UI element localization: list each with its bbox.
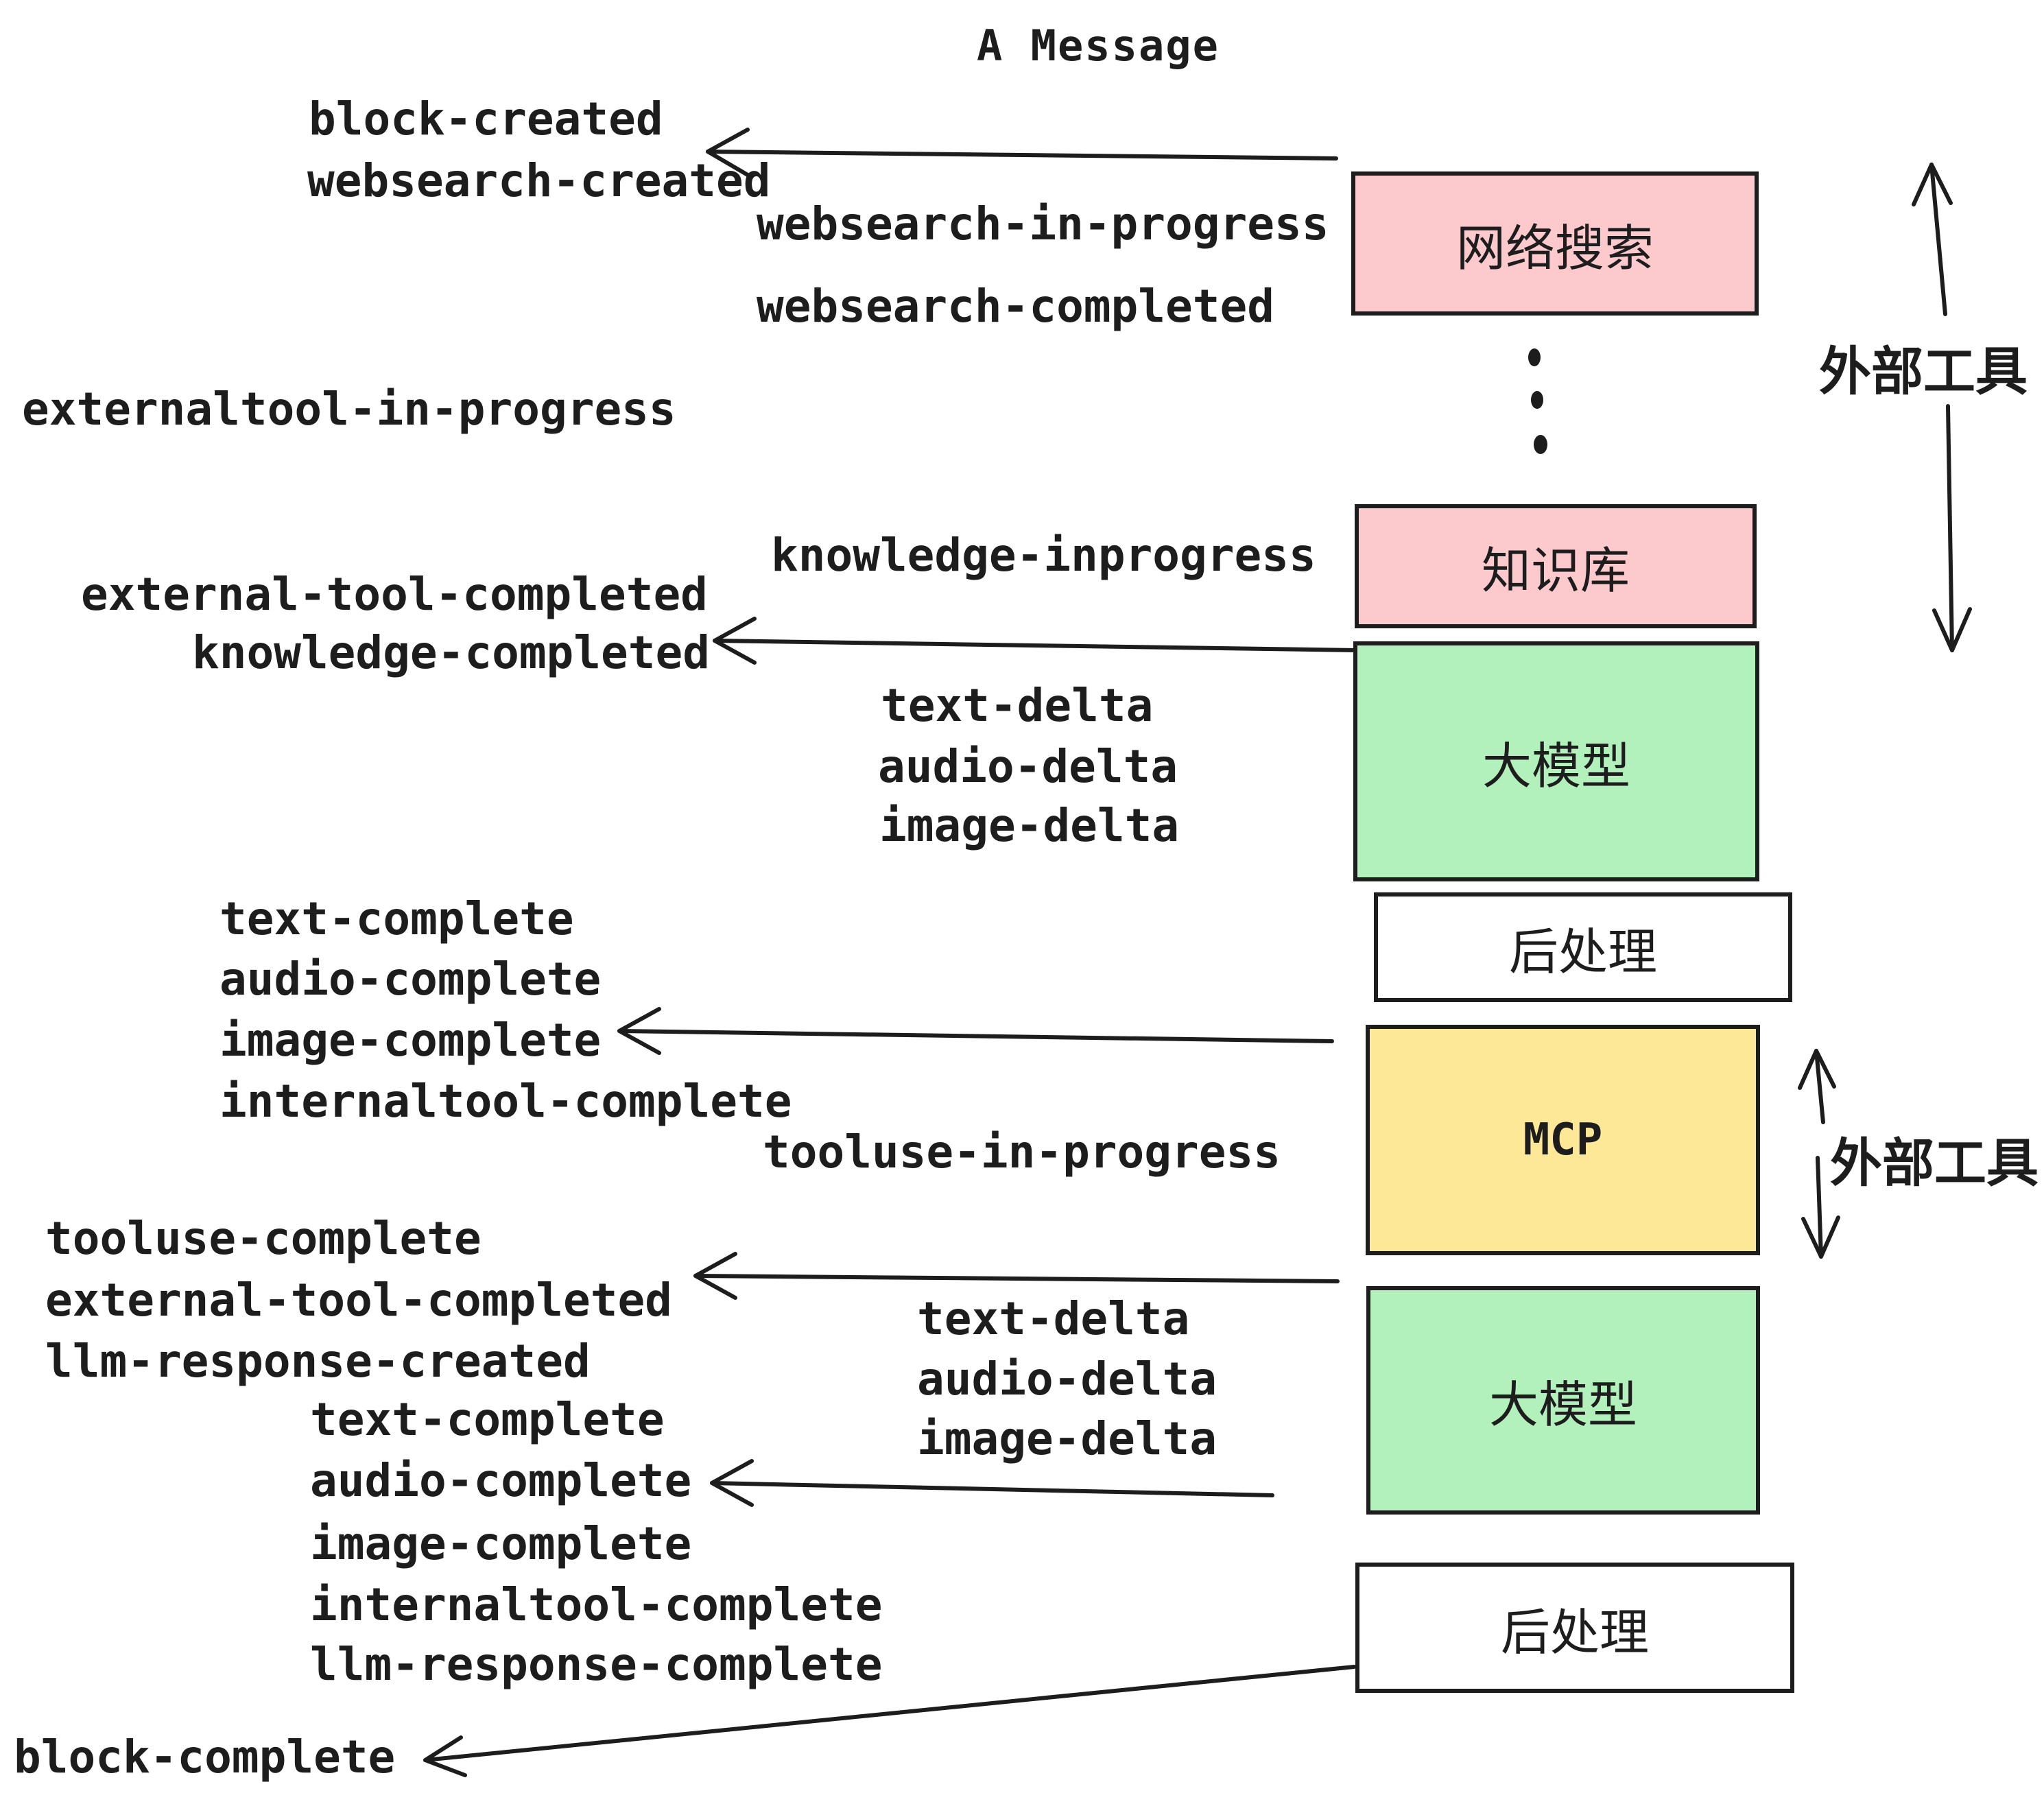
external-tools-up-arrow-top [1912, 163, 1953, 316]
event-text-delta-2: text-delta [917, 1292, 1190, 1345]
event-text-complete-1: text-complete [219, 892, 574, 945]
box-knowledge: 知识库 [1355, 504, 1757, 628]
event-audio-delta-2: audio-delta [917, 1353, 1217, 1405]
event-image-delta-2: image-delta [917, 1412, 1217, 1465]
event-externaltool-in-progress: externaltool-in-progress [22, 383, 676, 436]
box-postprocess-2: 后处理 [1355, 1563, 1794, 1693]
external-tools-down-arrow-mid [1801, 1156, 1840, 1259]
event-text-complete-2: text-complete [310, 1393, 665, 1446]
event-image-complete-1: image-complete [219, 1014, 602, 1067]
page-title: A Message [977, 21, 1220, 71]
arrow-to-knowledge-completed [713, 617, 1358, 665]
box-knowledge-label: 知识库 [1481, 544, 1630, 599]
box-mcp: MCP [1366, 1025, 1760, 1255]
event-tooluse-in-progress: tooluse-in-progress [763, 1126, 1281, 1178]
event-block-complete: block-complete [14, 1731, 396, 1783]
event-audio-delta-1: audio-delta [878, 740, 1178, 793]
event-image-delta-1: image-delta [879, 799, 1180, 852]
arrow-to-image-complete [617, 1007, 1334, 1055]
box-postprocess-1-label: 后处理 [1508, 925, 1657, 980]
external-tools-label-mid: 外部工具 [1830, 1135, 2039, 1193]
box-websearch-label: 网络搜索 [1455, 221, 1654, 276]
event-knowledge-inprogress: knowledge-inprogress [771, 529, 1316, 582]
box-websearch: 网络搜索 [1351, 171, 1759, 316]
event-external-tool-completed-2: external-tool-completed [45, 1274, 672, 1327]
event-websearch-created: websearch-created [307, 154, 771, 207]
external-tools-down-arrow-top [1932, 404, 1972, 652]
event-tooluse-complete: tooluse-complete [45, 1212, 482, 1265]
ellipsis-dots [1528, 348, 1547, 454]
event-llm-response-created: llm-response-created [45, 1335, 591, 1388]
arrow-to-audio-complete [710, 1459, 1274, 1507]
event-external-tool-completed-1: external-tool-completed [81, 568, 708, 621]
box-llm-1: 大模型 [1353, 641, 1759, 881]
external-tools-label-top: 外部工具 [1819, 343, 2028, 401]
event-audio-complete-1: audio-complete [219, 953, 602, 1006]
event-llm-response-complete: llm-response-complete [310, 1638, 883, 1691]
box-postprocess-2-label: 后处理 [1500, 1605, 1649, 1661]
event-websearch-completed: websearch-completed [757, 280, 1274, 333]
event-internaltool-complete-1: internaltool-complete [219, 1075, 792, 1128]
box-mcp-label: MCP [1523, 1115, 1603, 1165]
event-knowledge-completed: knowledge-completed [192, 626, 710, 679]
event-internaltool-complete-2: internaltool-complete [310, 1578, 883, 1631]
event-text-delta-1: text-delta [881, 679, 1154, 732]
event-block-created: block-created [309, 93, 663, 145]
external-tools-up-arrow-mid [1798, 1049, 1836, 1124]
arrow-to-block-complete [423, 1665, 1356, 1777]
box-llm-2: 大模型 [1366, 1286, 1760, 1515]
arrow-to-external-tool-completed [693, 1252, 1340, 1300]
event-audio-complete-2: audio-complete [310, 1454, 692, 1507]
event-websearch-in-progress: websearch-in-progress [757, 198, 1329, 250]
arrow-websearch-to-block-created [706, 128, 1338, 177]
box-llm-2-label: 大模型 [1488, 1378, 1637, 1433]
box-llm-1-label: 大模型 [1482, 739, 1630, 794]
box-postprocess-1: 后处理 [1374, 892, 1792, 1002]
event-image-complete-2: image-complete [310, 1517, 692, 1570]
